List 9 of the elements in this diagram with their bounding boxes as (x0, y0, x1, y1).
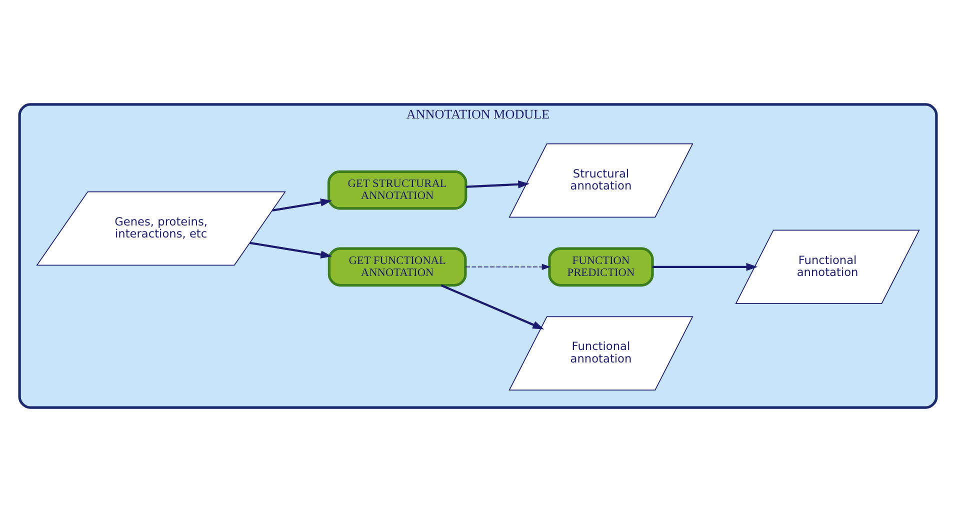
node-box: GET STRUCTURAL ANNOTATION (327, 170, 468, 210)
node-box: GET FUNCTIONAL ANNOTATION (328, 247, 467, 287)
arrow (250, 242, 332, 258)
arrow (440, 284, 544, 330)
node-box: FUNCTION PREDICTION (548, 247, 654, 287)
arrow (466, 180, 530, 188)
arrow (652, 262, 758, 271)
arrow (465, 264, 551, 270)
arrow (272, 198, 332, 212)
